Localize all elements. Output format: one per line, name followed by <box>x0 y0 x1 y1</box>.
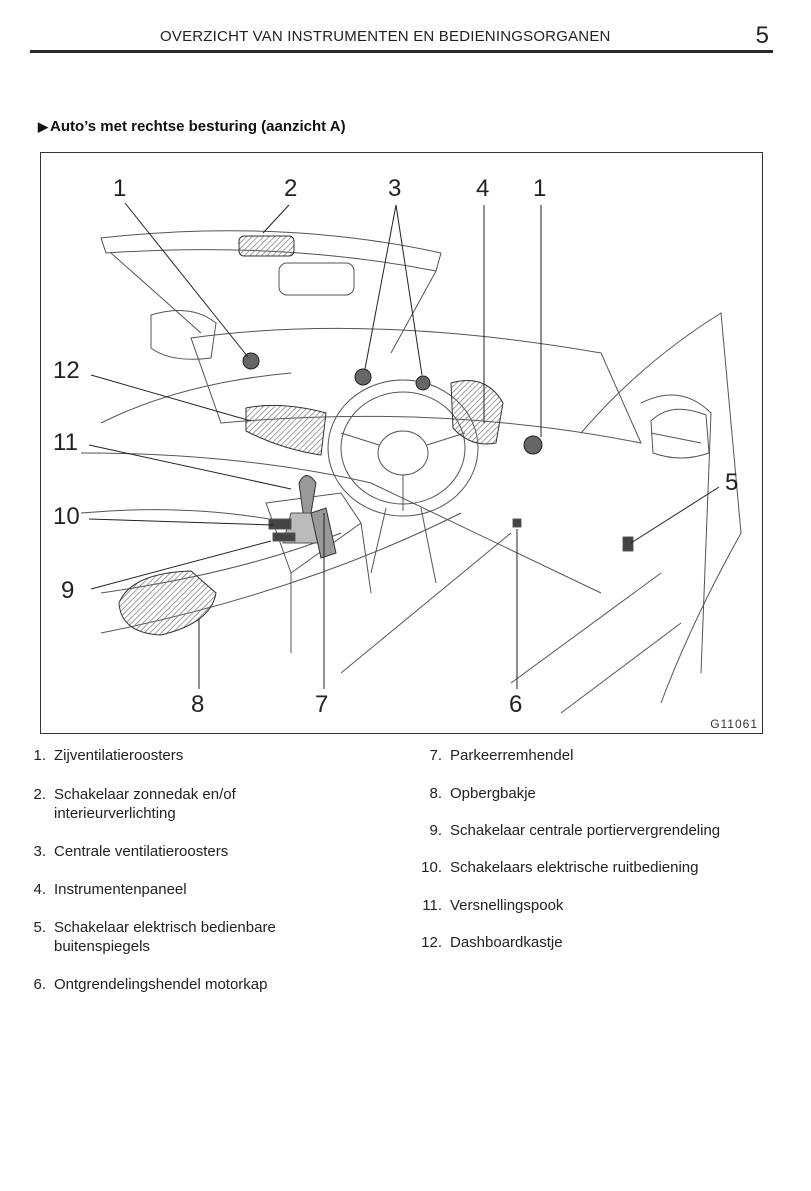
legend-text: Zijventilatieroosters <box>54 747 184 764</box>
interior-illustration: 1 2 3 4 1 12 11 10 9 5 8 7 6 G11061 <box>40 152 763 734</box>
legend-item: 12. Dashboardkastje <box>416 933 770 952</box>
legend-number: 9. <box>429 822 442 839</box>
legend-text: Dashboardkastje <box>450 934 563 951</box>
callout-6: 6 <box>509 691 523 718</box>
callout-1-right: 1 <box>533 175 547 202</box>
legend-number: 1. <box>33 747 46 764</box>
legend-text: Opbergbakje <box>450 785 536 802</box>
legend-text: Versnellingspook <box>450 897 564 914</box>
callout-2: 2 <box>284 175 298 202</box>
legend-item: 5. Schakelaar elektrisch bedienbare buit… <box>26 918 309 956</box>
callout-5: 5 <box>725 469 739 496</box>
legend-item: 6. Ontgrendelingshendel motorkap <box>26 975 384 994</box>
legend-text: Ontgrendelingshendel motorkap <box>54 976 268 993</box>
legend-text: Schakelaar centrale portiervergrendeling <box>450 822 721 839</box>
legend-number: 6. <box>33 976 46 993</box>
legend-number: 7. <box>429 747 442 764</box>
section-heading: ▶Auto’s met rechtse besturing (aanzicht … <box>38 118 346 135</box>
legend-item: 11. Versnellingspook <box>416 896 770 915</box>
callout-8: 8 <box>191 691 205 718</box>
legend-text: Schakelaar elektrisch bedienbare buitens… <box>54 919 276 955</box>
legend-number: 4. <box>33 881 46 898</box>
legend-text: Schakelaar zonnedak en/of interieurverli… <box>54 786 236 822</box>
legend-text: Instrumentenpaneel <box>54 881 187 898</box>
callout-1-left: 1 <box>113 175 127 202</box>
legend-number: 5. <box>33 919 46 936</box>
legend-text: Parkeerremhendel <box>450 747 574 764</box>
legend-number: 11. <box>422 897 442 914</box>
legend-item: 10. Schakelaars elektrische ruitbedienin… <box>416 858 770 877</box>
legend-number: 3. <box>33 843 46 860</box>
car-interior-drawing <box>80 202 742 714</box>
legend-item: 3. Centrale ventilatieroosters <box>26 842 384 861</box>
callout-12: 12 <box>53 357 80 384</box>
legend-text: Centrale ventilatieroosters <box>54 843 229 860</box>
legend-item: 2. Schakelaar zonnedak en/of interieurve… <box>26 785 269 823</box>
triangle-marker-icon: ▶ <box>38 119 48 134</box>
callout-7: 7 <box>315 691 329 718</box>
legend-number: 8. <box>429 785 442 802</box>
legend-item: 9. Schakelaar centrale portiervergrendel… <box>416 821 770 840</box>
legend-number: 2. <box>33 786 46 803</box>
legend-item: 4. Instrumentenpaneel <box>26 880 384 899</box>
figure-code: G11061 <box>710 717 758 731</box>
legend-item: 1. Zijventilatieroosters <box>26 746 384 765</box>
legend-item: 7. Parkeerremhendel <box>416 746 770 765</box>
page-number: 5 <box>755 22 769 49</box>
callout-9: 9 <box>61 577 75 604</box>
legend-number: 12. <box>421 934 442 951</box>
section-heading-text: Auto’s met rechtse besturing (aanzicht A… <box>50 118 346 135</box>
legend-text: Schakelaars elektrische ruitbediening <box>450 859 699 876</box>
callout-3: 3 <box>388 175 402 202</box>
legend-item: 8. Opbergbakje <box>416 784 770 803</box>
callout-10: 10 <box>53 503 80 530</box>
callout-11: 11 <box>53 429 78 456</box>
callout-4: 4 <box>476 175 490 202</box>
header-rule <box>30 50 773 53</box>
page-header-title: OVERZICHT VAN INSTRUMENTEN EN BEDIENINGS… <box>160 28 611 45</box>
legend-number: 10. <box>421 859 442 876</box>
